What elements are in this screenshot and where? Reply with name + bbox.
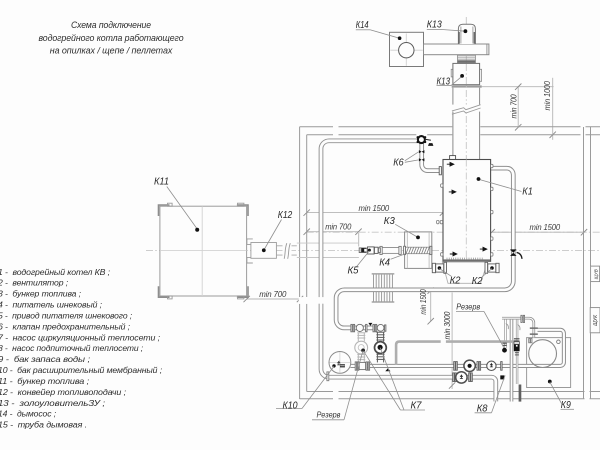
svg-text:Схема подключение: Схема подключение (71, 20, 151, 30)
svg-text:min 700: min 700 (325, 222, 352, 231)
svg-text:К8: К8 (477, 402, 488, 414)
svg-text:5 - привод питателя шнекового: 5 - привод питателя шнекового ; (0, 311, 133, 321)
svg-text:Резерв: Резерв (456, 303, 481, 312)
svg-text:К2: К2 (472, 275, 483, 287)
svg-text:ЩУВ: ЩУВ (594, 269, 599, 279)
svg-text:3 - бункер топлива ;: 3 - бункер топлива ; (0, 289, 82, 299)
svg-text:min 1500: min 1500 (530, 223, 561, 232)
svg-text:7 - насос циркуляционный тепл: 7 - насос циркуляционный теплосети ; (0, 332, 161, 342)
svg-text:min 1000: min 1000 (543, 81, 552, 111)
svg-text:К9: К9 (561, 399, 571, 411)
svg-text:10 - бак расширительный мембр: 10 - бак расширительный мембранный ; (0, 365, 163, 375)
svg-text:15 - труба дымовая .: 15 - труба дымовая . (0, 420, 87, 430)
svg-text:11 - бункер топлива ;: 11 - бункер топлива ; (0, 376, 90, 386)
svg-text:К1: К1 (522, 186, 533, 198)
svg-text:К3: К3 (384, 215, 395, 227)
svg-text:на опилках / щепе / пеллетах: на опилках / щепе / пеллетах (50, 46, 173, 56)
svg-text:min 700: min 700 (509, 94, 518, 119)
svg-text:14 - дымосос ;: 14 - дымосос ; (0, 409, 57, 419)
svg-text:2 - вентилятор ;: 2 - вентилятор ; (0, 278, 69, 288)
svg-text:К2: К2 (450, 274, 461, 286)
svg-text:8 - насос подпиточный теплосе: 8 - насос подпиточный теплосети ; (0, 343, 144, 353)
svg-text:min 700: min 700 (259, 290, 287, 299)
svg-text:1 - водогрейный котел КВ ;: 1 - водогрейный котел КВ ; (0, 267, 111, 277)
svg-text:К5: К5 (348, 265, 359, 277)
svg-text:К10: К10 (283, 399, 298, 411)
svg-text:К7: К7 (411, 399, 423, 411)
svg-text:4 - питатель шнековый ;: 4 - питатель шнековый ; (0, 300, 103, 310)
svg-text:К13: К13 (427, 19, 442, 31)
svg-text:водогрейного котла работающего: водогрейного котла работающего (39, 33, 184, 43)
svg-text:К4: К4 (379, 257, 390, 269)
svg-text:ЩУК: ЩУК (593, 314, 599, 326)
svg-text:min 3000: min 3000 (443, 311, 452, 339)
svg-text:К6: К6 (393, 156, 404, 168)
svg-text:К12: К12 (278, 209, 293, 221)
svg-text:12 - конвейер топливоподачи ;: 12 - конвейер топливоподачи ; (0, 387, 127, 397)
svg-text:К14: К14 (356, 19, 369, 31)
svg-text:min 1500: min 1500 (359, 204, 390, 213)
svg-text:min 1500: min 1500 (419, 289, 428, 315)
svg-text:К11: К11 (154, 176, 169, 188)
svg-text:13 - золоуловительЗУ ;: 13 - золоуловительЗУ ; (0, 398, 106, 408)
svg-text:К13: К13 (437, 75, 451, 87)
svg-text:Резерв: Резерв (317, 411, 342, 420)
svg-text:9 - бак запаса воды ;: 9 - бак запаса воды ; (0, 354, 91, 364)
svg-text:6 - клапан предохранительный: 6 - клапан предохранительный ; (0, 321, 131, 331)
